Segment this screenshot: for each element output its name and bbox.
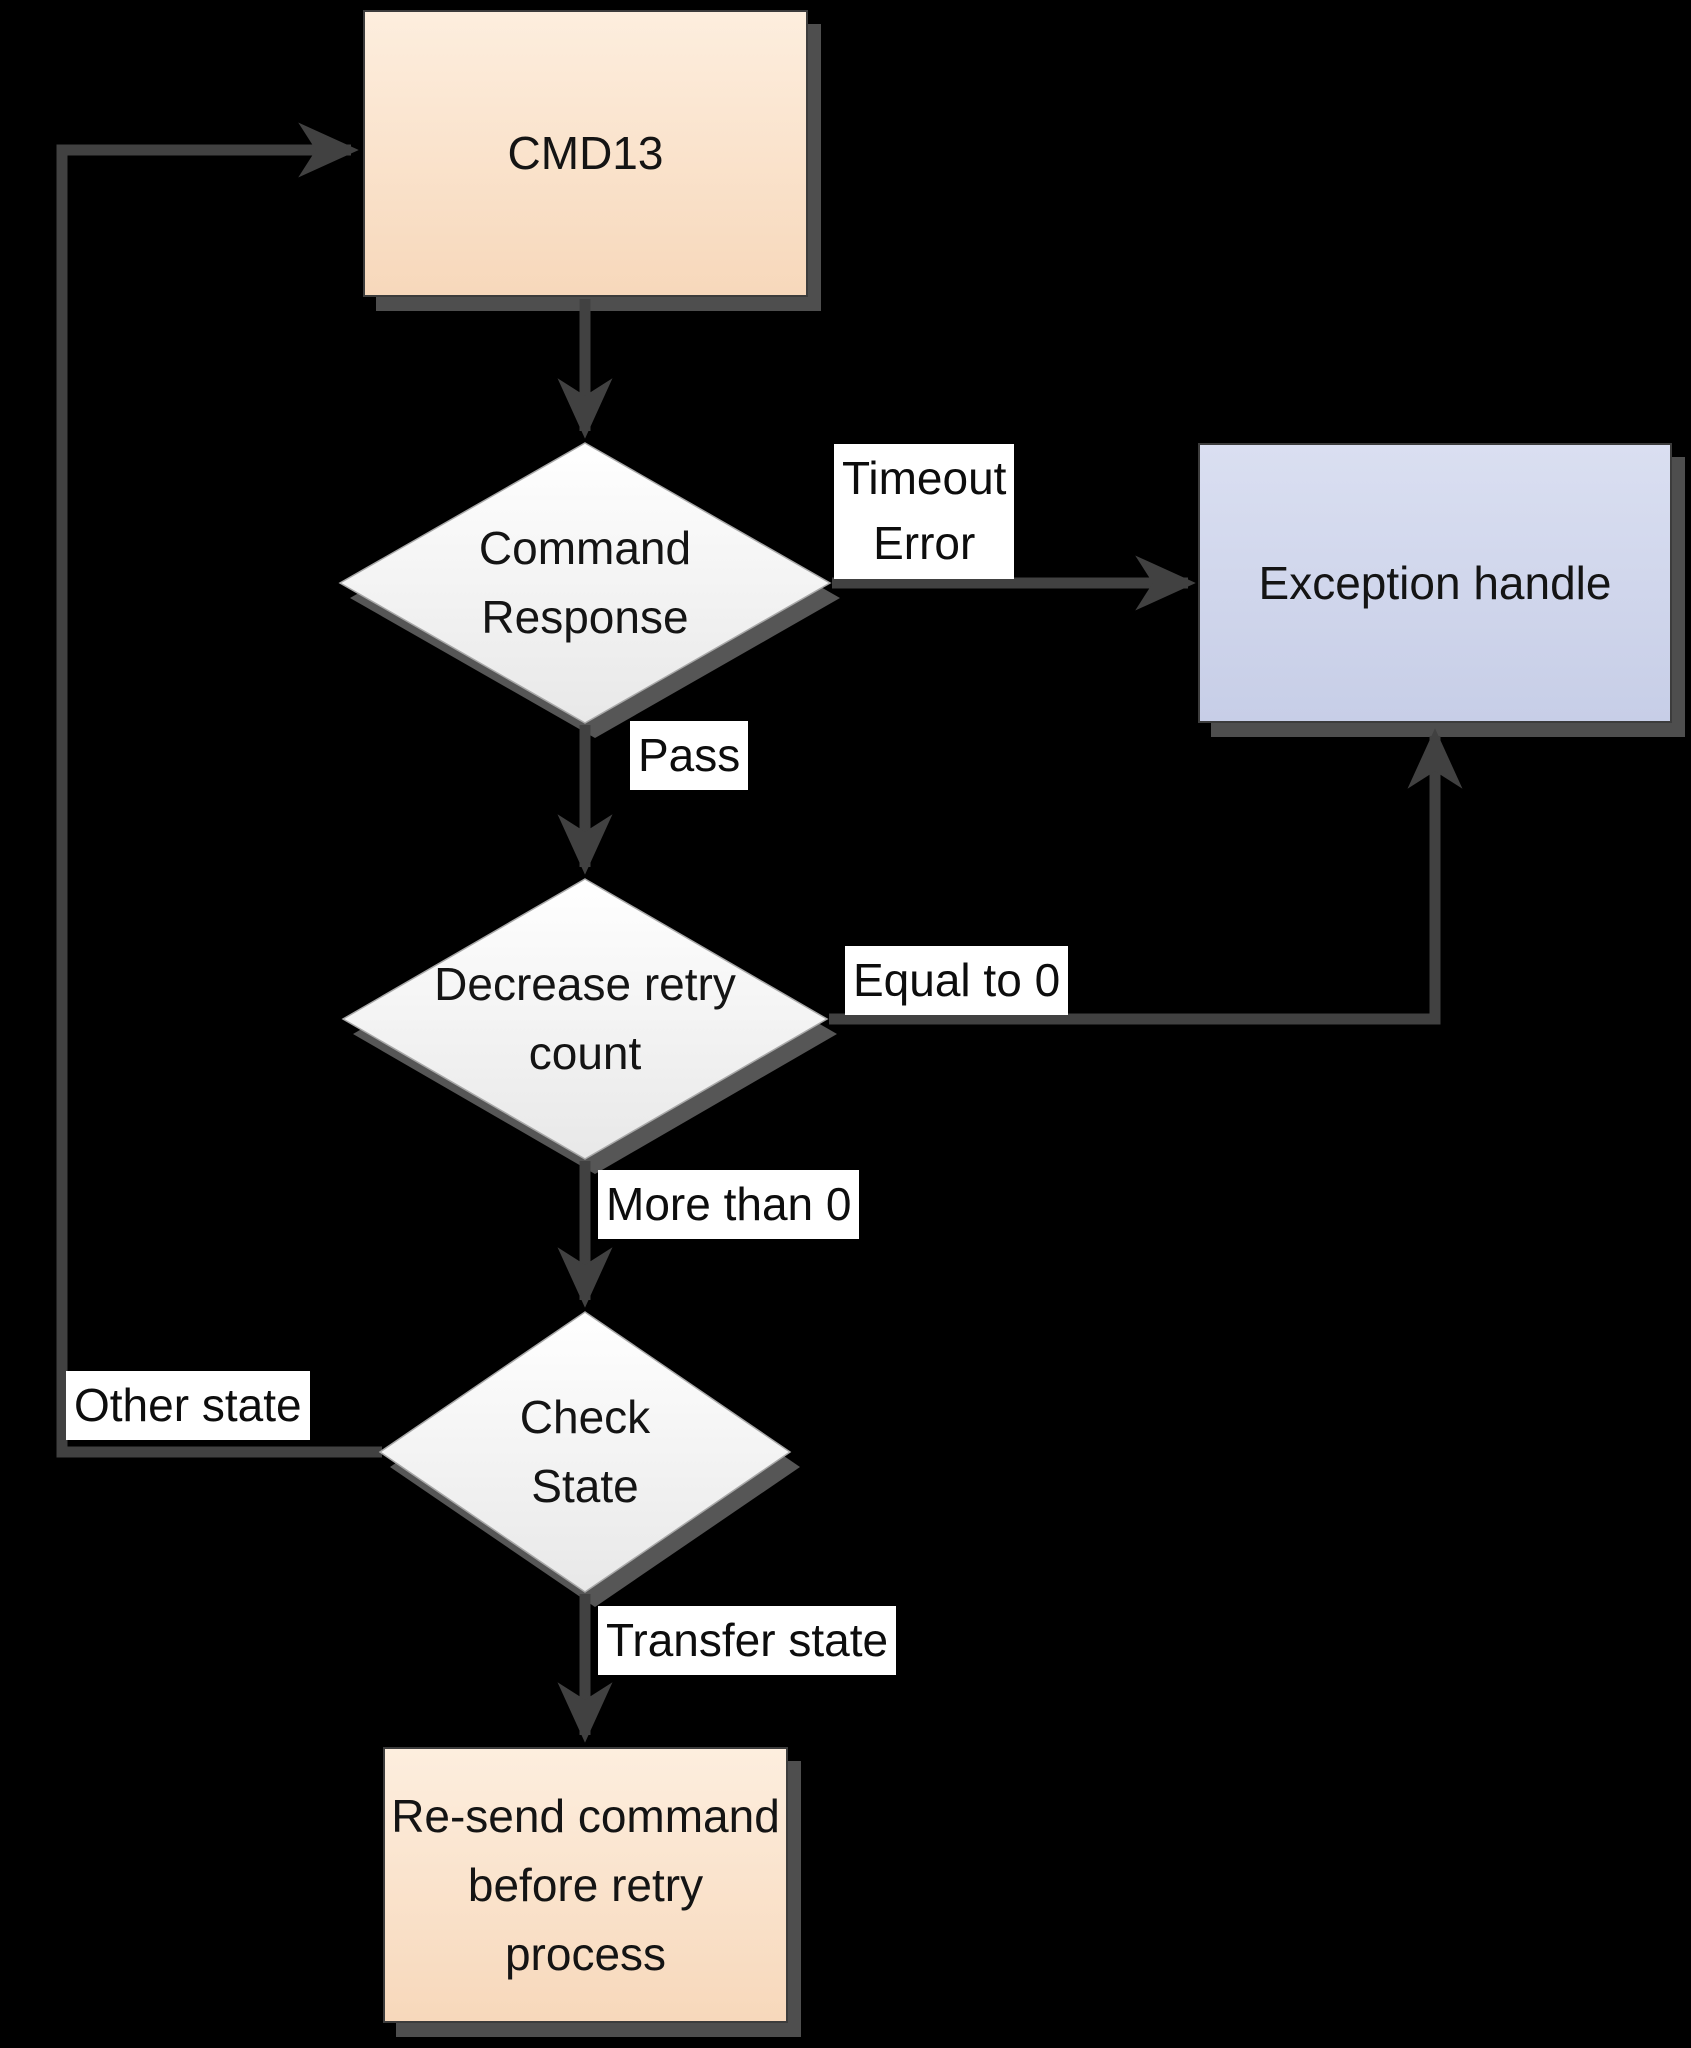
node-cmd13: CMD13	[363, 10, 808, 297]
decision-decrease-retry-count	[341, 878, 829, 1160]
node-command-response-label: Command Response	[478, 522, 692, 643]
edge-label-pass: Pass	[630, 721, 749, 791]
edge-label-timeout-error: Timeout Error	[834, 444, 1015, 579]
decision-command-response	[338, 442, 832, 724]
edge-decrease-to-exception	[829, 728, 1463, 1025]
node-exception-handle-label: Exception handle	[1258, 556, 1612, 609]
node-resend-command: Re-send command before retry process	[383, 1747, 788, 2023]
edge-label-transfer-state: Transfer state	[598, 1606, 897, 1676]
decision-check-state	[378, 1311, 792, 1593]
node-check-state-label: Check State	[519, 1391, 651, 1512]
node-exception-handle: Exception handle	[1198, 443, 1672, 723]
edge-label-other-state: Other state	[66, 1371, 310, 1441]
node-cmd13-label: CMD13	[507, 127, 664, 179]
node-resend-command-label: Re-send command before retry process	[391, 1789, 780, 1980]
node-decrease-retry-count-label: Decrease retry count	[434, 958, 736, 1079]
edge-check-to-cmd13	[56, 122, 382, 1458]
edge-label-equal-to-0: Equal to 0	[845, 946, 1069, 1016]
edge-label-more-than-0: More than 0	[598, 1170, 860, 1240]
